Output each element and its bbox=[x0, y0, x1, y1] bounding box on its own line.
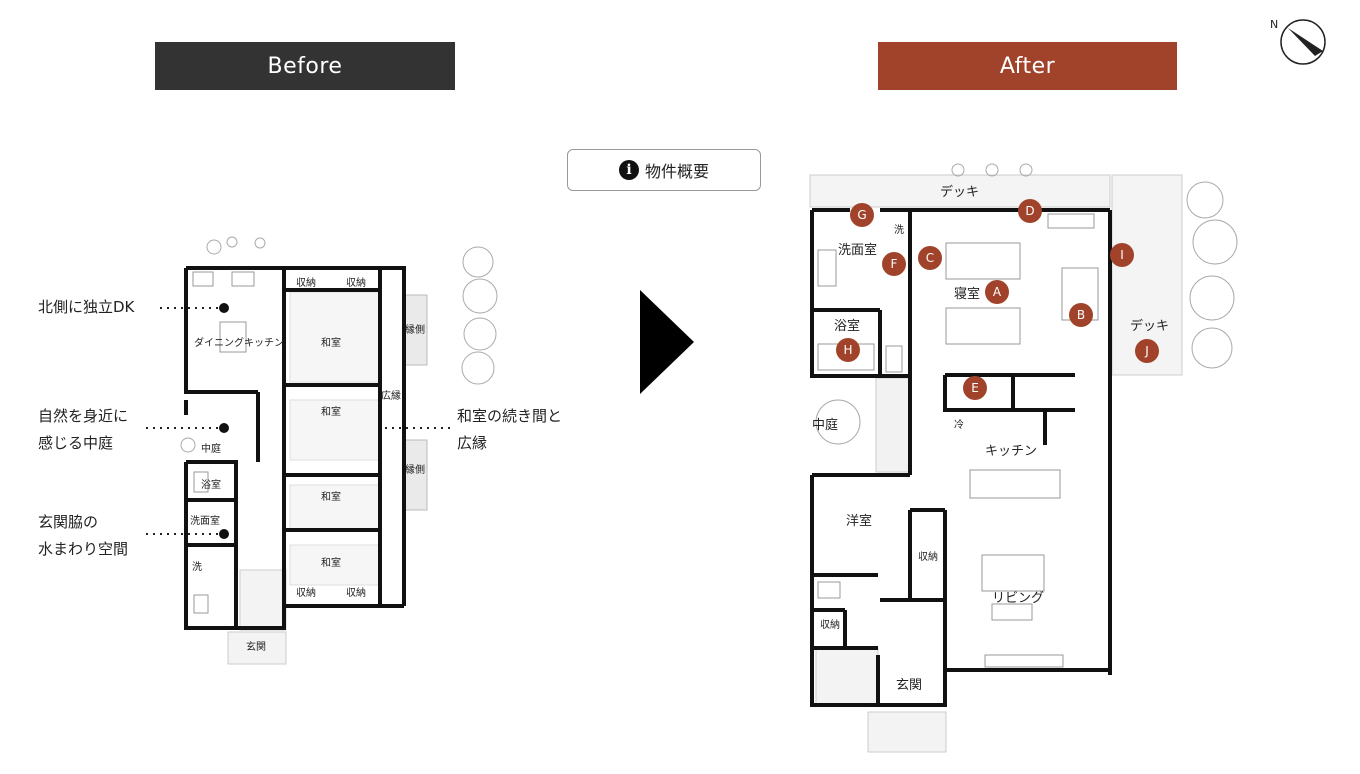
marker-g[interactable]: G bbox=[850, 203, 874, 227]
after-living: リビング bbox=[992, 591, 1044, 606]
svg-text:H: H bbox=[843, 343, 852, 357]
svg-text:F: F bbox=[891, 257, 898, 271]
compass-north-label: N bbox=[1270, 18, 1278, 31]
before-label: Before bbox=[155, 42, 455, 90]
before-storage-1: 収納 bbox=[296, 276, 316, 289]
callout-courtyard: 自然を身近に感じる中庭 bbox=[38, 407, 129, 452]
after-washroom: 洗面室 bbox=[838, 242, 877, 258]
before-washitsu-3: 和室 bbox=[321, 490, 341, 503]
before-floor-plan: 収納 収納 ダイニングキッチン 和室 縁側 広縁 和室 縁側 和室 和室 収納 … bbox=[180, 236, 498, 665]
svg-text:J: J bbox=[1144, 344, 1149, 358]
before-storage-2: 収納 bbox=[346, 276, 366, 289]
marker-j[interactable]: J bbox=[1135, 339, 1159, 363]
before-courtyard: 中庭 bbox=[201, 442, 221, 455]
callout-water-area: 玄関脇の水まわり空間 bbox=[38, 513, 129, 558]
after-storage-2: 収納 bbox=[820, 618, 840, 631]
marker-d[interactable]: D bbox=[1018, 199, 1042, 223]
svg-text:D: D bbox=[1025, 204, 1034, 218]
before-hiroen: 広縁 bbox=[381, 389, 401, 402]
after-western-room: 洋室 bbox=[846, 513, 872, 529]
before-engawa-2: 縁側 bbox=[405, 463, 425, 476]
marker-a[interactable]: A bbox=[985, 280, 1009, 304]
after-courtyard: 中庭 bbox=[812, 417, 838, 433]
marker-i[interactable]: I bbox=[1110, 243, 1134, 267]
marker-c[interactable]: C bbox=[918, 246, 942, 270]
callout-north-dk: 北側に独立DK bbox=[38, 298, 135, 316]
after-entrance: 玄関 bbox=[896, 678, 922, 693]
before-washitsu-2: 和室 bbox=[321, 405, 341, 418]
before-washitsu-1: 和室 bbox=[321, 336, 341, 349]
before-washroom: 洗面室 bbox=[190, 514, 220, 527]
after-bedroom: 寝室 bbox=[954, 286, 980, 302]
svg-text:E: E bbox=[971, 381, 979, 395]
svg-text:B: B bbox=[1077, 308, 1085, 322]
before-washitsu-4: 和室 bbox=[321, 556, 341, 569]
before-engawa-1: 縁側 bbox=[405, 323, 425, 336]
info-icon: i bbox=[618, 160, 639, 180]
svg-text:C: C bbox=[926, 251, 934, 265]
after-deck-top: デッキ bbox=[940, 184, 979, 200]
before-wash: 洗 bbox=[192, 561, 202, 573]
property-overview-label: 物件概要 bbox=[644, 162, 709, 181]
before-storage-3: 収納 bbox=[296, 586, 316, 599]
after-bath: 浴室 bbox=[834, 318, 860, 334]
right-arrow-icon bbox=[640, 290, 694, 394]
after-fridge: 冷 bbox=[954, 418, 964, 431]
after-storage-1: 収納 bbox=[918, 550, 938, 563]
before-storage-4: 収納 bbox=[346, 586, 366, 599]
svg-text:A: A bbox=[993, 285, 1002, 299]
compass-icon: N bbox=[1270, 18, 1326, 65]
before-entrance: 玄関 bbox=[246, 640, 266, 653]
marker-h[interactable]: H bbox=[836, 338, 860, 362]
after-deck-right: デッキ bbox=[1130, 318, 1169, 334]
marker-e[interactable]: E bbox=[963, 376, 987, 400]
after-floor-plan: デッキ デッキ 洗面室 洗 寝室 浴室 中庭 冷 キッチン 洋室 収納 収納 リ… bbox=[809, 163, 1238, 753]
svg-text:I: I bbox=[1120, 248, 1124, 262]
callout-washitsu-hiroen: 和室の続き間と広縁 bbox=[457, 407, 563, 452]
marker-f[interactable]: F bbox=[882, 252, 906, 276]
before-bath: 浴室 bbox=[201, 478, 221, 491]
property-overview-button[interactable]: i 物件概要 bbox=[567, 149, 761, 191]
after-wash: 洗 bbox=[894, 224, 904, 236]
svg-text:G: G bbox=[857, 208, 866, 222]
after-kitchen: キッチン bbox=[985, 444, 1037, 459]
marker-b[interactable]: B bbox=[1069, 303, 1093, 327]
after-label: After bbox=[878, 42, 1177, 90]
before-dining-kitchen: ダイニングキッチン bbox=[194, 336, 284, 349]
